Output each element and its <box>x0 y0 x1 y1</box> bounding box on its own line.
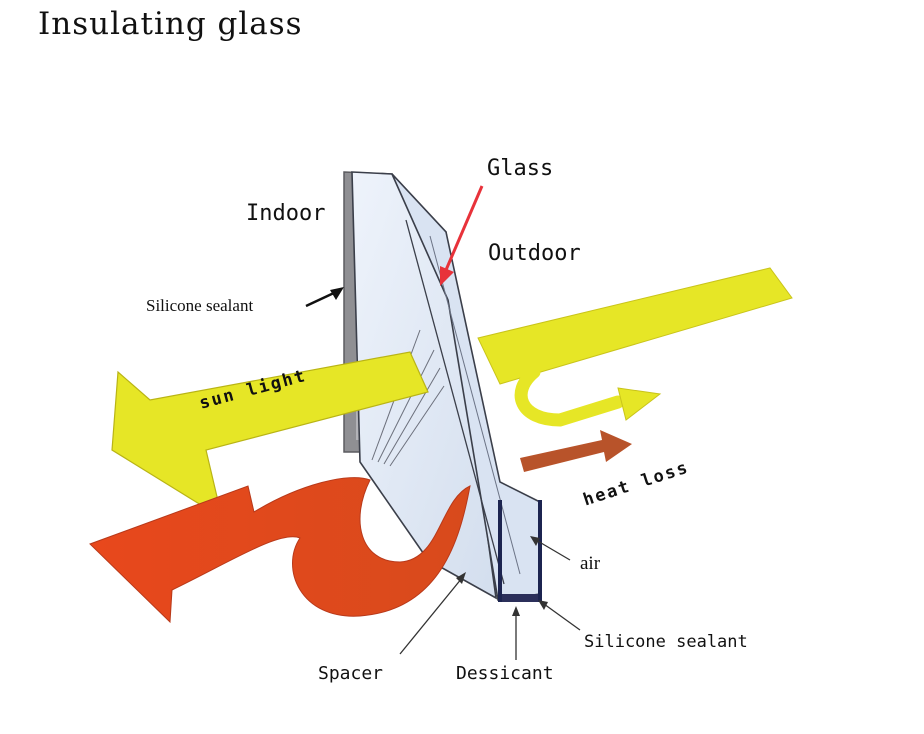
dessicant-pointer <box>512 606 520 660</box>
label-air: air <box>580 553 601 574</box>
label-indoor: Indoor <box>246 201 326 226</box>
sunlight-arrow-outdoor <box>477 267 793 385</box>
spacer-pointer <box>399 572 466 655</box>
page-title: Insulating glass <box>38 6 303 42</box>
glass-pointer <box>440 185 484 286</box>
label-outdoor: Outdoor <box>488 241 581 266</box>
sunlight-reflection-arrowhead <box>617 387 662 421</box>
air-pointer <box>530 536 571 561</box>
glass-edge-line-2 <box>429 235 521 575</box>
label-glass: Glass <box>487 156 554 181</box>
label-silicone-sealant-bottom: Silicone sealant <box>584 632 748 652</box>
silicone-sealant-top-pointer <box>305 287 344 308</box>
heat-loss-arrow <box>520 430 632 472</box>
label-silicone-sealant-top: Silicone sealant <box>146 296 254 315</box>
sunlight-arrow-indoor <box>111 351 429 520</box>
glass-edge-line <box>405 219 505 585</box>
label-dessicant: Dessicant <box>456 663 554 684</box>
silicone-sealant-bottom-pointer <box>538 600 581 631</box>
sunlight-reflection-arrow <box>514 365 625 427</box>
heat-uturn-arrow <box>89 477 471 624</box>
label-spacer: Spacer <box>318 663 384 684</box>
desiccant-strip <box>502 594 538 602</box>
